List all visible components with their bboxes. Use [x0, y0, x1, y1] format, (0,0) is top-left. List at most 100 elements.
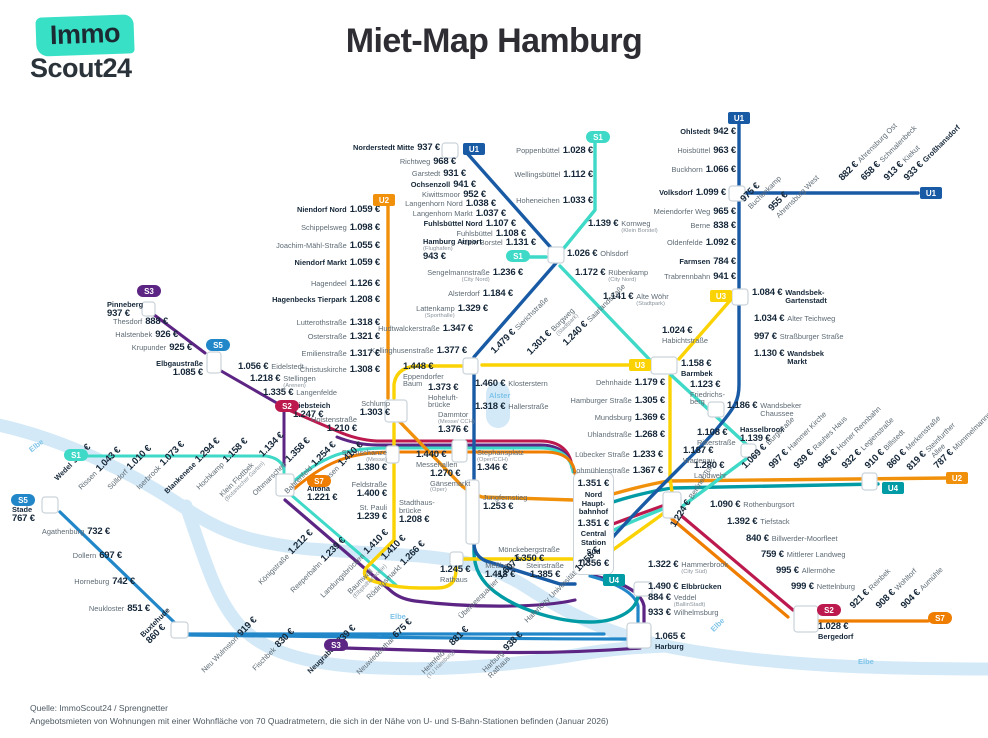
station-label: 1.280 €Landwehr: [694, 460, 727, 480]
station-label: 1.335 €Langenfelde: [263, 387, 337, 399]
interchange-box: [449, 551, 464, 567]
station-label: Sengelmannstraße(City Nord)1.236 €: [427, 266, 523, 283]
station-label: 1.245 €Rathaus: [440, 564, 471, 584]
line-s3: [147, 309, 574, 474]
station-label: 1.392 €Tiefstack: [727, 516, 790, 528]
station-label: 1.218 €Stellingen(Arenen): [250, 372, 316, 389]
station-label: 997 €Straßburger Straße: [754, 331, 844, 343]
station-label: Stephansplatz(Oper/CCH)1.346 €: [477, 448, 524, 473]
station-label: 933 €Wilhelmsburg: [648, 607, 719, 619]
line-badge-u2: U2: [373, 194, 395, 206]
line-badge-u3: U3: [629, 359, 651, 371]
interchange-box: [385, 445, 400, 464]
hbf-price: 1.351 €: [577, 517, 610, 529]
station-label: 1.270 €Gänsemarkt(Oper): [430, 468, 471, 494]
station-label: 1.065 €Harburg: [655, 631, 686, 651]
line-badge-s2: S2: [817, 604, 841, 616]
page-title: Miet-Map Hamburg: [345, 22, 643, 60]
interchange-box: [206, 351, 222, 374]
hbf-price: 1.351 €: [577, 478, 610, 489]
water-label: Elbe: [858, 657, 874, 666]
immoscout24-logo[interactable]: Immo Scout24: [30, 14, 135, 84]
logo-text-bottom: Scout24: [30, 53, 132, 83]
station-label: 1.440 €Messehallen: [416, 449, 458, 469]
interchange-box: [728, 185, 746, 202]
station-label: 1.460 €Klosterstern: [475, 378, 548, 390]
station-label: 1.158 €Barmbek: [681, 358, 713, 378]
station-label: 999 €Nettelnburg: [791, 581, 855, 593]
line-badge-s3: S3: [137, 285, 161, 297]
line-badge-u3: U3: [710, 290, 732, 302]
line-badge-s1: S1: [506, 250, 530, 262]
line-badge-s7: S7: [307, 475, 331, 487]
line-s7b: [670, 517, 930, 623]
interchange-boxes: [41, 142, 878, 649]
line-badge-s3: S3: [324, 639, 348, 651]
interchange-box: [384, 399, 408, 423]
station-label: 840 €Billwerder-Moorfleet: [746, 533, 838, 545]
station-label: 1.108 €Ritterstraße: [697, 427, 736, 447]
interchange-box: [793, 605, 819, 633]
interchange-box: [731, 288, 749, 306]
interchange-box: [626, 622, 652, 649]
station-label: 1.187 €Wartenau: [683, 445, 715, 465]
station-label: 1.034 €Alter Teichweg: [754, 313, 836, 325]
station-label: 1.139 €Kornweg(Klein Borstel): [588, 217, 658, 234]
station-label: Hamburg Airport(Flughafen)943 €: [423, 237, 482, 262]
station-label: 1.024 €Habichtstraße: [662, 325, 709, 345]
interchange-box: [275, 473, 295, 497]
line-badge-u2: U2: [946, 472, 968, 484]
interchange-box: [650, 356, 678, 375]
line-badge-s1: S1: [64, 449, 88, 461]
hbf-price: 1.356 €: [577, 557, 610, 569]
station-label: 1.130 €Wandsbek Markt: [754, 347, 824, 366]
station-label: 1.172 €Rübenkamp(City Nord): [575, 266, 649, 283]
station-label: Sternschanze(Messe)1.380 €: [341, 448, 387, 473]
hbf-name: Süd: [586, 547, 601, 557]
line-badge-u1: U1: [463, 143, 485, 155]
logo-teal-blob: Immo: [35, 14, 135, 57]
line-s5: [58, 510, 640, 641]
station-label: 1.373 €Hoheluft- brücke: [428, 382, 459, 410]
line-u1: [464, 114, 920, 586]
interchange-box: [41, 496, 59, 514]
logo-text-top: Immo: [49, 17, 121, 51]
